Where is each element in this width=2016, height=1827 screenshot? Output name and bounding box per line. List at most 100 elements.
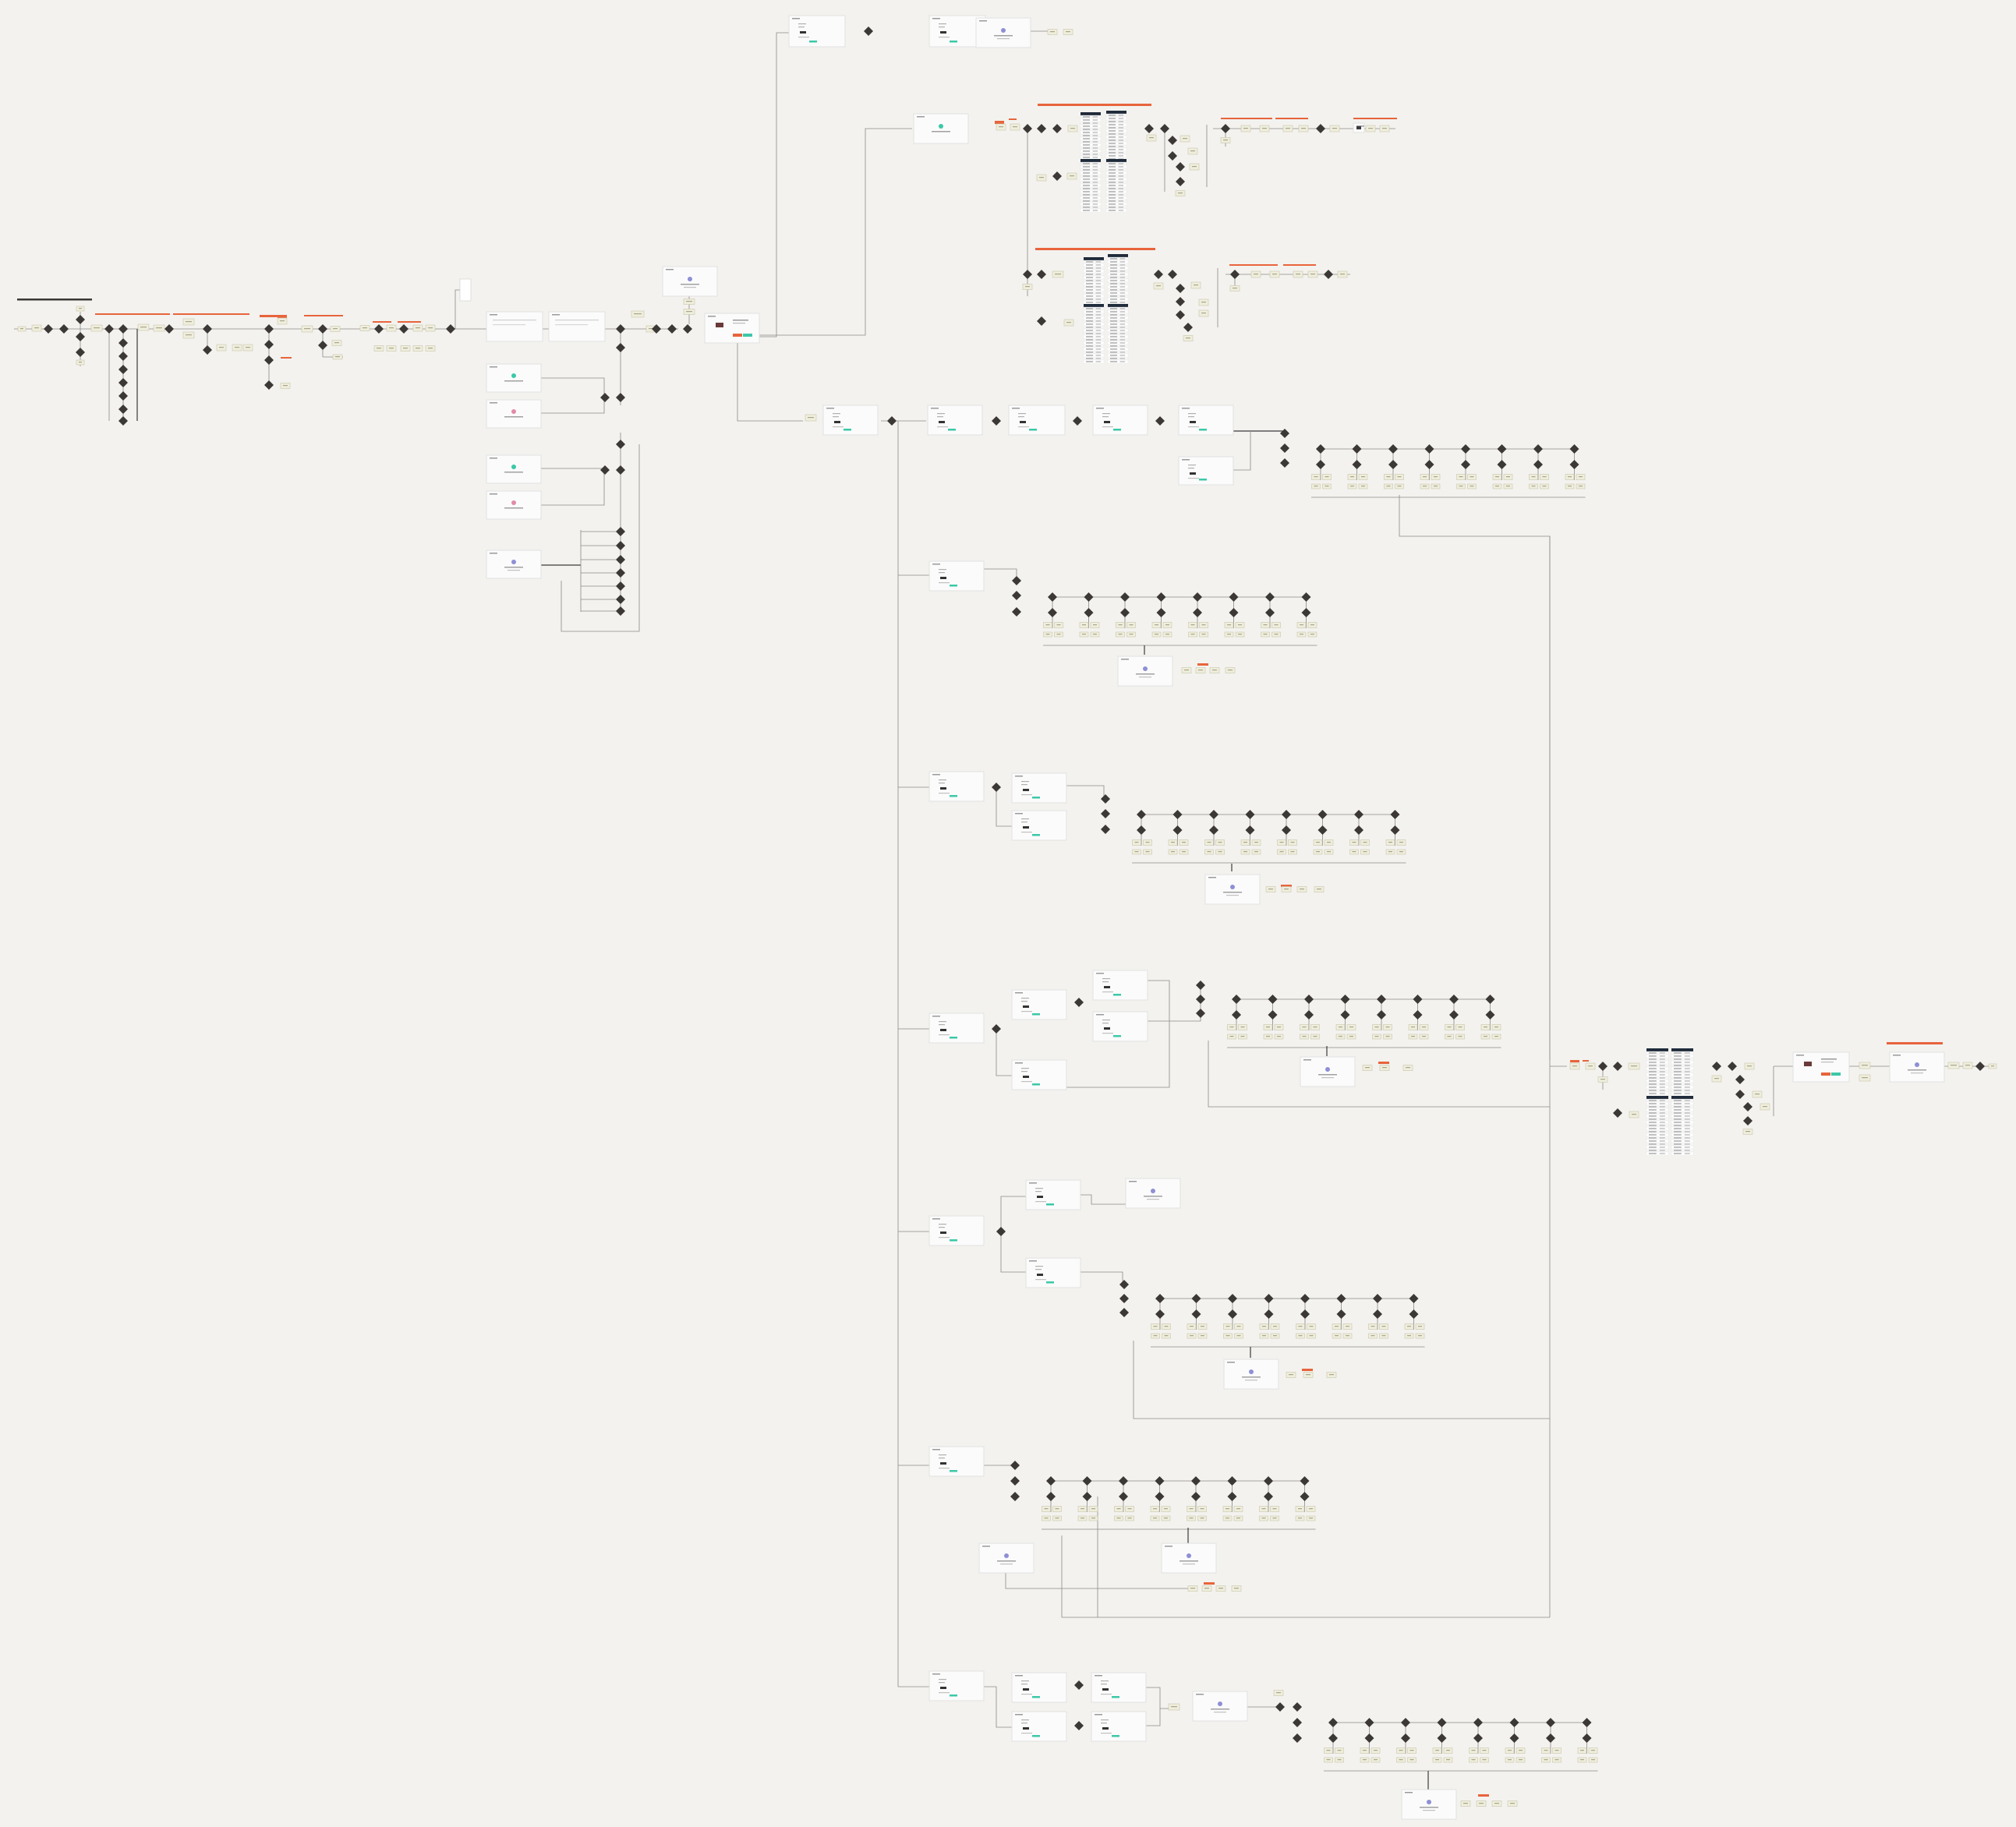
table-cell-text — [1086, 342, 1094, 344]
step-node — [1469, 1747, 1478, 1754]
form-button-dark — [1023, 789, 1029, 791]
decision-diamond — [118, 352, 128, 361]
screen-title-line — [1015, 992, 1023, 994]
screen-thumbnail — [486, 363, 542, 393]
decision-diamond — [1082, 1492, 1092, 1501]
table-cell-text — [1092, 166, 1098, 168]
step-node — [1576, 483, 1586, 489]
step-node — [1063, 319, 1074, 327]
table-cell-text — [1110, 277, 1118, 278]
accent-bar — [1887, 1042, 1943, 1044]
step-text-line — [1236, 1508, 1240, 1510]
decision-diamond — [1354, 825, 1363, 835]
decision-diamond — [1300, 1492, 1310, 1501]
step-node — [1220, 137, 1231, 143]
decision-diamond — [1037, 124, 1046, 133]
screen-thumbnail — [1223, 1359, 1279, 1390]
decision-diamond — [1191, 1492, 1201, 1501]
step-node — [1189, 163, 1200, 171]
decision-diamond — [1282, 825, 1291, 835]
connector-line — [984, 568, 1017, 581]
table-cell-text — [1649, 1122, 1657, 1123]
table-cell-text — [1095, 323, 1102, 325]
table-cell-text — [1109, 127, 1116, 129]
step-text-line — [1236, 1335, 1241, 1337]
table-cell-text — [1083, 141, 1091, 143]
decision-diamond — [118, 324, 128, 334]
table-cell-text — [1086, 292, 1094, 294]
step-text-line — [34, 327, 39, 329]
step-text-line — [428, 327, 433, 329]
step-node — [1052, 1506, 1062, 1512]
step-text-line — [1044, 1508, 1049, 1510]
step-node — [1265, 886, 1276, 892]
step-text-line — [1286, 128, 1290, 129]
step-node — [1460, 1800, 1471, 1807]
form-line — [833, 416, 839, 418]
step-text-line — [1418, 1335, 1422, 1337]
screen-title-line — [1227, 1362, 1235, 1363]
modal-icon — [1001, 28, 1006, 33]
screen-thumbnail — [928, 560, 985, 592]
screen-thumbnail — [1889, 1051, 1945, 1083]
form-line — [1021, 781, 1029, 783]
table-cell-text — [1110, 270, 1118, 272]
decision-diamond — [1336, 1294, 1346, 1303]
form-button-teal — [1113, 429, 1121, 431]
decision-diamond — [1191, 1476, 1201, 1486]
step-node — [1396, 839, 1406, 846]
table-cell-text — [1095, 317, 1102, 319]
screen-title-line — [1182, 459, 1190, 461]
step-node — [1263, 1034, 1273, 1040]
step-text-line — [1309, 1508, 1313, 1510]
screen-title-line — [1129, 1181, 1137, 1182]
step-text-line — [1066, 322, 1071, 323]
step-node — [1752, 1090, 1763, 1098]
table-cell-text — [1674, 1058, 1682, 1060]
decision-diamond — [1012, 576, 1021, 585]
decision-diamond — [1183, 323, 1193, 332]
step-node — [1195, 667, 1206, 673]
decision-diamond — [1119, 1294, 1129, 1303]
table-cell-text — [1674, 1115, 1682, 1117]
connector-line — [737, 343, 803, 422]
step-node — [1947, 1062, 1960, 1069]
form-button-dark — [800, 31, 806, 34]
connector-line — [541, 398, 605, 414]
step-text-line — [20, 328, 23, 330]
table-cell-text — [1119, 295, 1126, 297]
form-line — [1101, 1680, 1109, 1682]
step-text-line — [1346, 1335, 1349, 1337]
screen-title-line — [1095, 1675, 1102, 1677]
step-text-line — [1164, 1326, 1169, 1327]
accent-bar — [1570, 1060, 1579, 1062]
step-node — [1395, 474, 1404, 480]
table-cell-text — [1092, 125, 1098, 127]
table-cell-text — [1095, 311, 1102, 313]
form-button-dark — [940, 577, 946, 579]
table-cell-text — [1095, 339, 1102, 341]
table-cell-text — [1659, 1065, 1665, 1066]
decision-diamond — [1533, 444, 1543, 454]
step-text-line — [94, 327, 100, 329]
step-text-line — [1218, 842, 1222, 843]
table-cell-text — [1119, 299, 1126, 300]
form-button-teal — [1032, 1013, 1040, 1016]
table-cell-text — [1110, 317, 1118, 319]
step-text-line — [1149, 137, 1154, 139]
decision-diamond — [1582, 1718, 1592, 1727]
screen-title-line — [1303, 1059, 1311, 1061]
decision-diamond — [1409, 1294, 1419, 1303]
table-cell-text — [1110, 327, 1118, 328]
screen-title-line — [932, 564, 940, 565]
screen-frame — [928, 1670, 985, 1702]
screen-title-line — [1405, 1792, 1413, 1793]
step-node — [1476, 1800, 1487, 1807]
step-text-line — [1327, 851, 1331, 853]
table-cell-text — [1092, 154, 1098, 155]
step-text-line — [1374, 1759, 1378, 1761]
modal-icon — [688, 277, 692, 281]
step-node — [1311, 483, 1321, 489]
table-cell-text — [1095, 264, 1102, 266]
table-cell-text — [1083, 125, 1091, 127]
